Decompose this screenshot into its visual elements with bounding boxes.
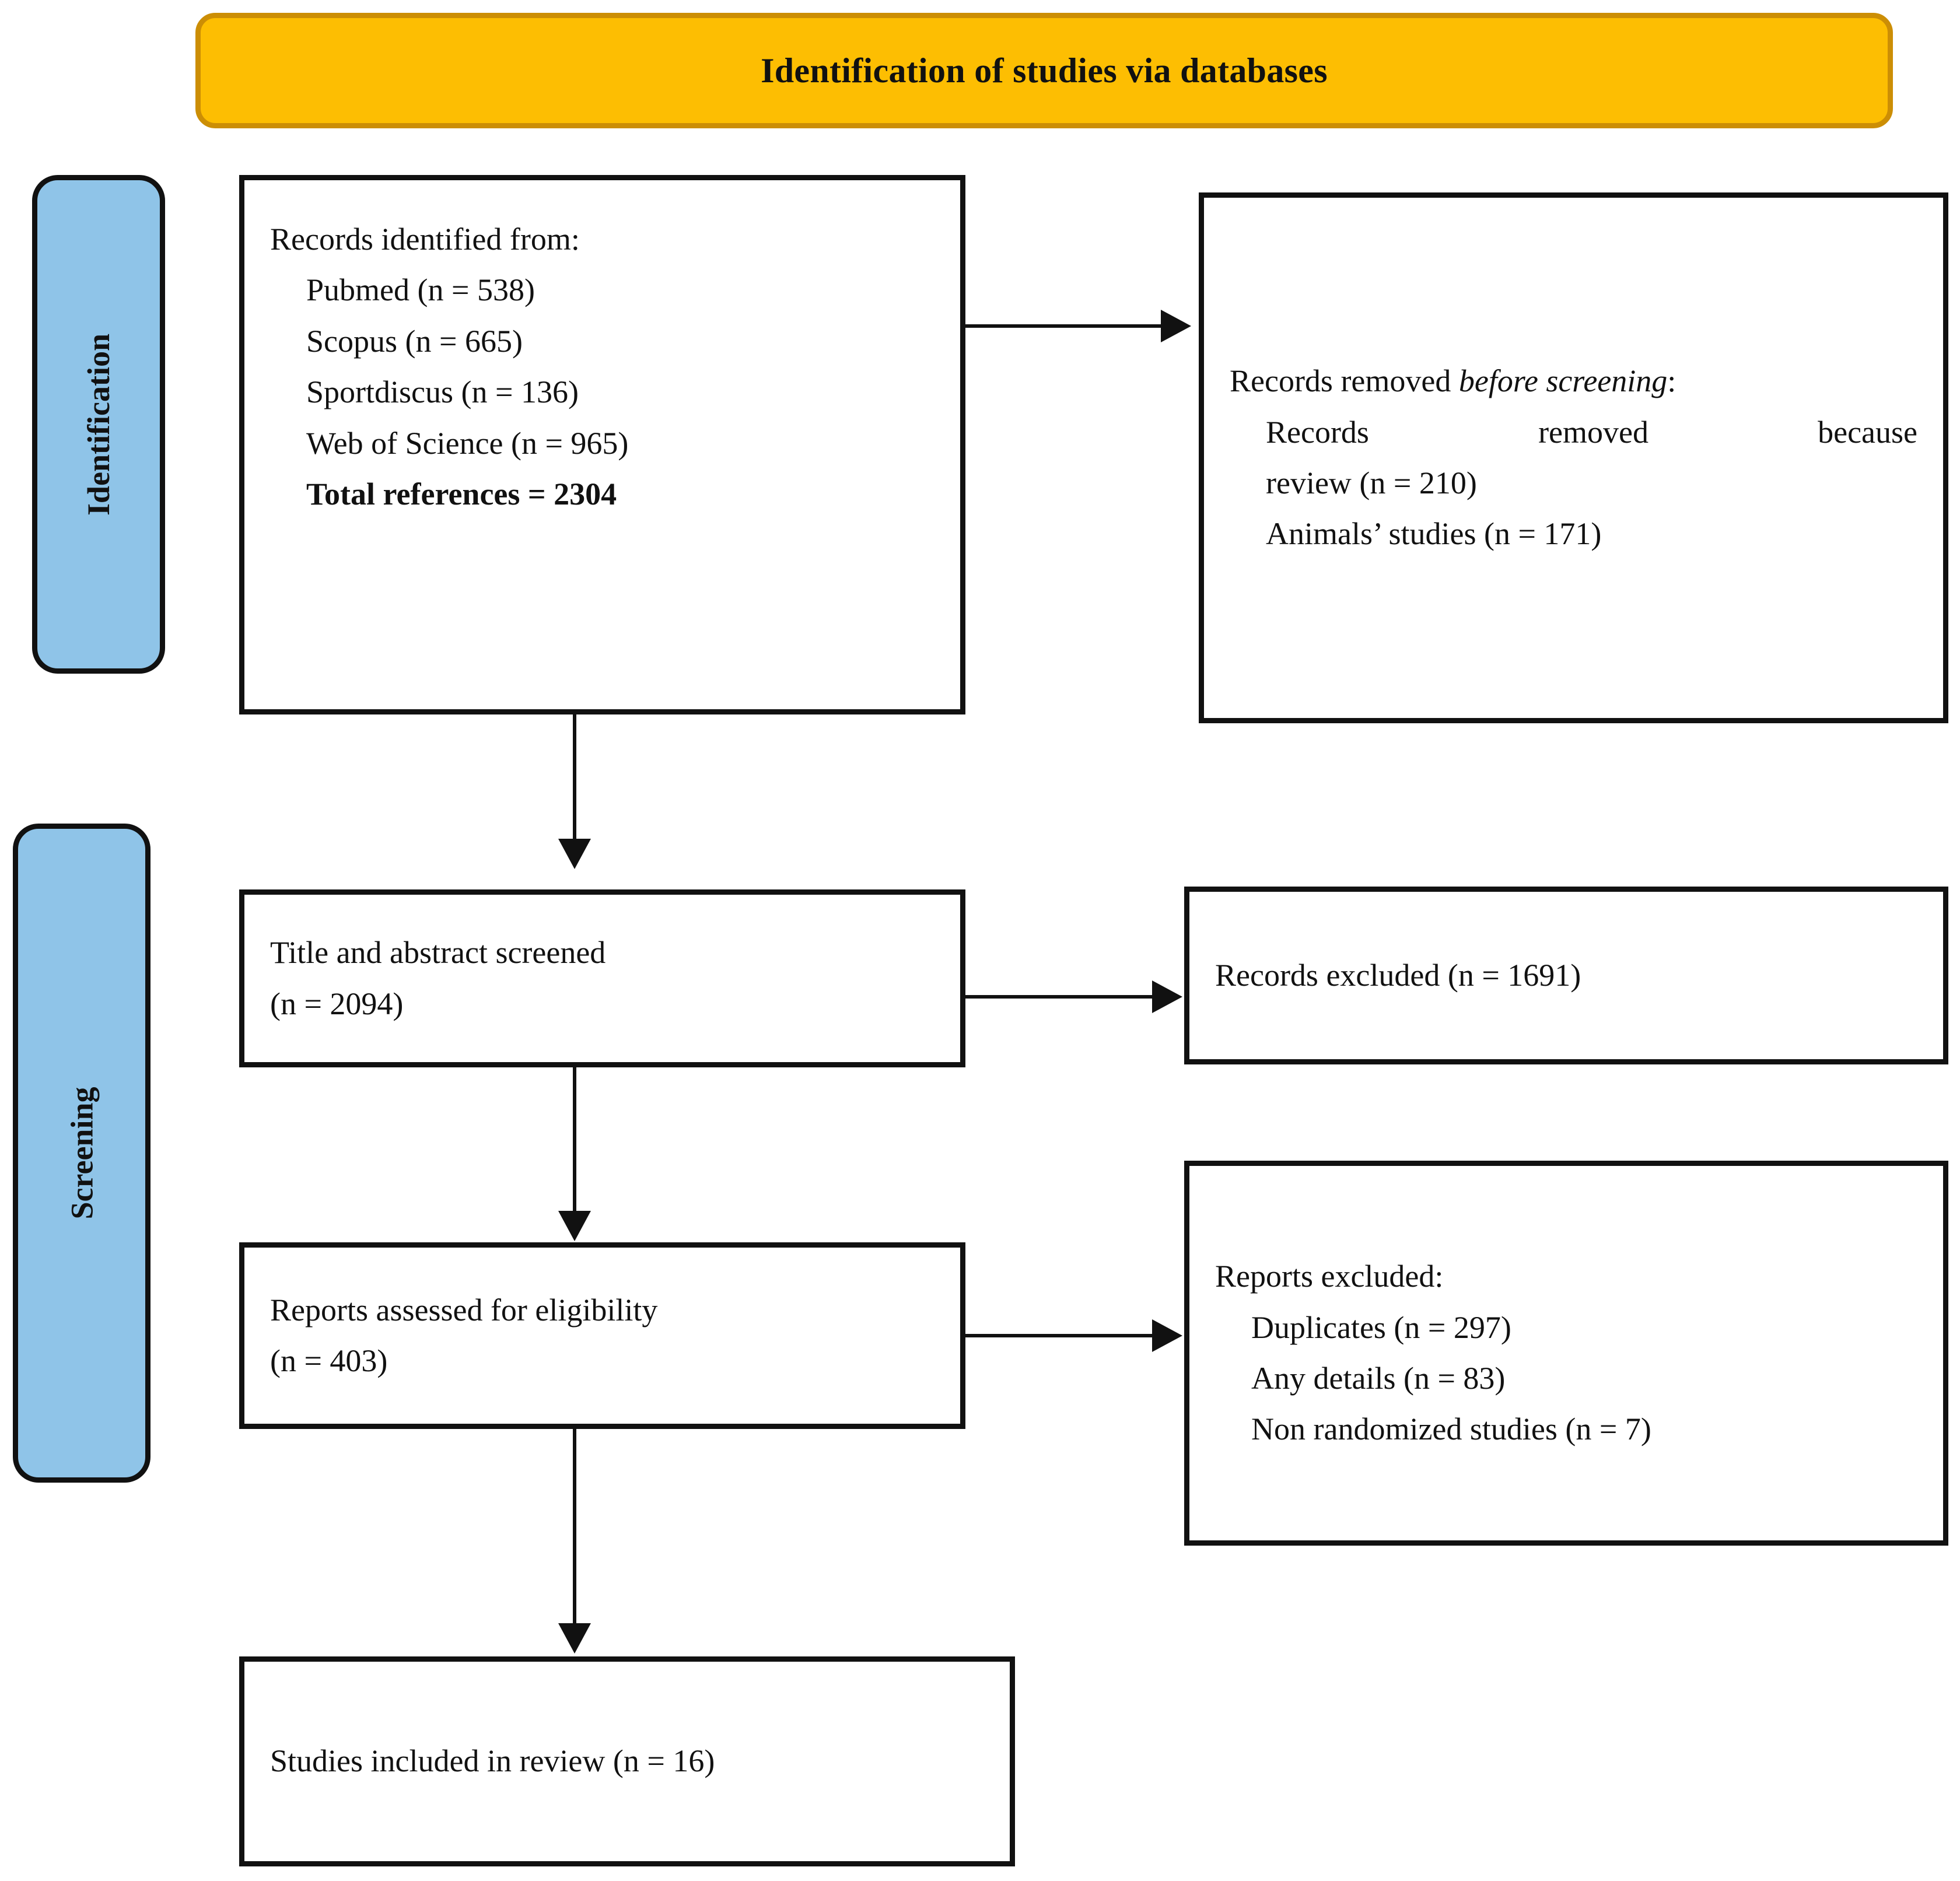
stage-label-screening: Screening — [13, 824, 150, 1483]
arrowhead-identified-to-removed — [1161, 310, 1191, 342]
records-identified-heading: Records identified from: — [270, 222, 580, 257]
source-web-of-science: Web of Science (n = 965) — [306, 425, 629, 461]
connector-identified-to-screened — [573, 714, 576, 840]
arrowhead-screened-to-records-excluded — [1152, 980, 1182, 1013]
header-banner: Identification of studies via databases — [195, 13, 1893, 128]
studies-included-count: Studies included in review (n = 16) — [270, 1743, 715, 1779]
box-records-removed-before-screening: Records removed before screening: Record… — [1199, 192, 1948, 723]
connector-eligibility-to-included — [573, 1429, 576, 1624]
arrowhead-identified-to-screened — [558, 839, 591, 869]
removal-reason-animal-studies: Animals’ studies (n = 171) — [1266, 516, 1602, 552]
box-reports-assessed-eligibility: Reports assessed for eligibility (n = 40… — [239, 1242, 965, 1429]
total-references: Total references = 2304 — [306, 477, 617, 512]
stage-label-screening-text: Screening — [64, 1087, 99, 1220]
removal-reason-review-line2: review (n = 210) — [1266, 465, 1477, 500]
removal-reason-review-line1: Records removed because — [1266, 414, 1917, 450]
reports-excluded-heading: Reports excluded: — [1215, 1259, 1444, 1294]
exclusion-non-randomized: Non randomized studies (n = 7) — [1251, 1411, 1651, 1447]
records-removed-heading-prefix: Records removed — [1230, 363, 1459, 399]
eligibility-label: Reports assessed for eligibility — [270, 1292, 658, 1327]
source-pubmed: Pubmed (n = 538) — [306, 272, 535, 308]
stage-label-identification: Identification — [32, 175, 165, 674]
source-scopus: Scopus (n = 665) — [306, 323, 523, 359]
source-sportdiscus: Sportdiscus (n = 136) — [306, 374, 579, 410]
screened-count: (n = 2094) — [270, 986, 404, 1021]
box-title-abstract-screened: Title and abstract screened (n = 2094) — [239, 889, 965, 1067]
records-removed-heading: Records removed before screening: — [1230, 356, 1917, 407]
arrowhead-screened-to-eligibility — [558, 1211, 591, 1241]
stage-label-identification-text: Identification — [81, 333, 117, 516]
connector-screened-to-records-excluded — [965, 995, 1152, 999]
exclusion-any-details: Any details (n = 83) — [1251, 1361, 1506, 1396]
connector-screened-to-eligibility — [573, 1067, 576, 1212]
banner-title: Identification of studies via databases — [761, 51, 1328, 90]
arrowhead-eligibility-to-reports-excluded — [1152, 1319, 1182, 1352]
box-studies-included: Studies included in review (n = 16) — [239, 1656, 1015, 1866]
screened-label: Title and abstract screened — [270, 935, 606, 971]
arrowhead-eligibility-to-included — [558, 1623, 591, 1654]
records-excluded-count: Records excluded (n = 1691) — [1215, 957, 1581, 993]
connector-identified-to-removed — [965, 324, 1161, 328]
records-removed-heading-italic: before screening — [1458, 363, 1668, 399]
records-removed-heading-suffix: : — [1667, 363, 1676, 399]
box-reports-excluded: Reports excluded: Duplicates (n = 297) A… — [1184, 1161, 1948, 1546]
box-records-excluded: Records excluded (n = 1691) — [1184, 887, 1948, 1064]
connector-eligibility-to-reports-excluded — [965, 1334, 1152, 1337]
box-records-identified: Records identified from: Pubmed (n = 538… — [239, 175, 965, 714]
exclusion-duplicates: Duplicates (n = 297) — [1251, 1309, 1511, 1345]
eligibility-count: (n = 403) — [270, 1343, 388, 1378]
